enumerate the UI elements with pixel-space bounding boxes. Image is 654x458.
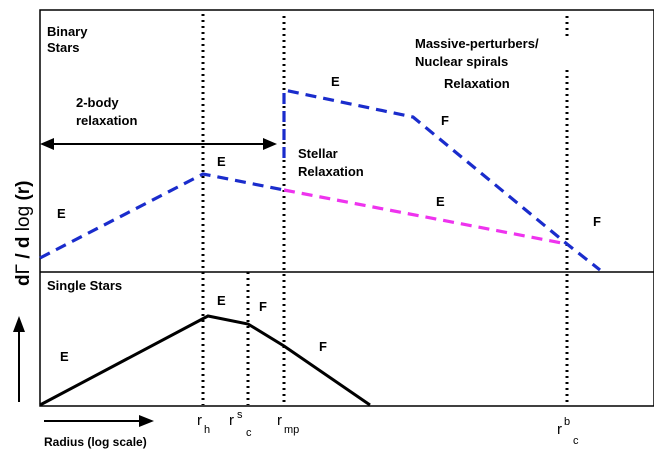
binary-stars-label-line2: Stars (47, 40, 80, 55)
bottom-e-peak: E (217, 293, 226, 308)
binary-stars-label-line1: Binary (47, 24, 88, 39)
bottom-f-mid: F (259, 299, 267, 314)
rmp-label-main: r (277, 412, 282, 429)
bottom-e-left: E (60, 349, 69, 364)
bottom-f-right: F (319, 339, 327, 354)
top-e-magenta: E (436, 194, 445, 209)
stellar-label-line2: Relaxation (298, 164, 364, 179)
y-axis-label-d: d (13, 274, 34, 286)
stellar-relaxation-curve (283, 188, 568, 246)
rbc-label-main: r (557, 421, 562, 438)
massive-label-line2: Nuclear spirals (415, 54, 508, 69)
stellar-label-line1: Stellar (298, 146, 338, 161)
y-axis-label-log: log (13, 206, 34, 231)
rh-label-sub: h (204, 424, 210, 436)
two-body-arrow-right-head (263, 138, 277, 150)
two-body-arrow-left-head (40, 138, 54, 150)
top-f-right: F (593, 214, 601, 229)
rbc-label-sup: b (564, 416, 570, 428)
rh-label-main: r (197, 412, 202, 429)
outer-frame (39, 9, 654, 407)
rbc-label-sub: c (573, 435, 579, 447)
y-axis-label-r: (r) (13, 181, 34, 206)
rsc-label-sub: c (246, 427, 252, 439)
top-e-peak: E (217, 154, 226, 169)
rsc-label-sup: s (237, 409, 243, 421)
y-axis-arrow-head (13, 316, 25, 332)
massive-label-line1: Massive-perturbers/ (415, 36, 539, 51)
y-axis-label-gamma: Γ (13, 264, 34, 274)
massive-label-line3: Relaxation (444, 76, 510, 91)
y-axis-label: dΓ / d log (r) (13, 181, 34, 287)
two-body-label-line2: relaxation (76, 113, 137, 128)
rsc-label-main: r (229, 412, 234, 429)
binary-curve-left (39, 172, 285, 260)
top-e-left: E (57, 206, 66, 221)
y-axis-label-slash-d: / d (13, 231, 34, 264)
x-axis-arrow-head (139, 415, 154, 427)
single-stars-curve (39, 314, 371, 407)
two-body-label-line1: 2-body (76, 95, 119, 110)
single-stars-label: Single Stars (47, 278, 122, 293)
top-e-upper: E (331, 74, 340, 89)
rmp-label-sub: mp (284, 424, 299, 436)
top-f-upper: F (441, 113, 449, 128)
x-axis-label: Radius (log scale) (44, 435, 147, 449)
massive-perturbers-curve (282, 88, 601, 272)
